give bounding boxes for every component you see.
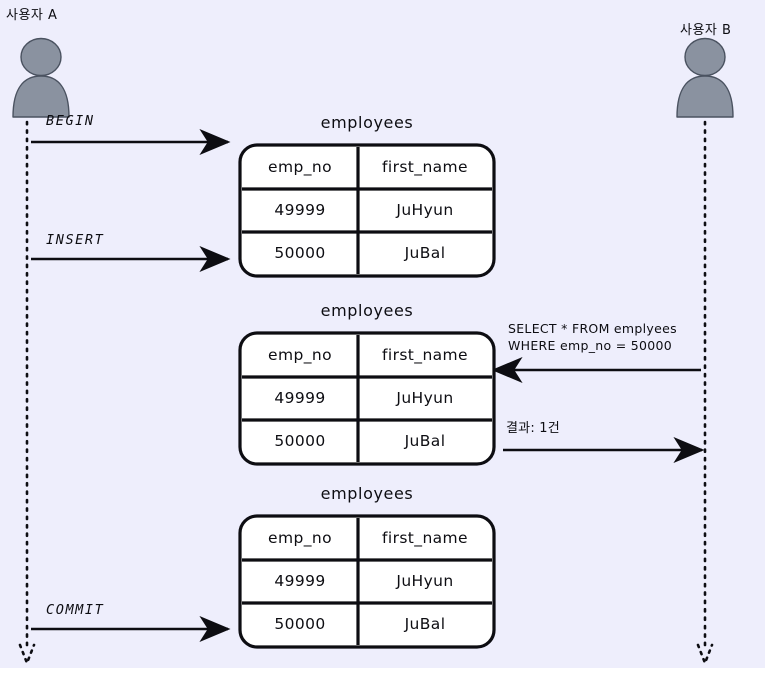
message-label-result: 결과: 1건 <box>506 421 560 436</box>
table-3-title: employees <box>320 484 414 503</box>
actor-user-a-figure <box>12 37 70 118</box>
lifeline-user-a <box>18 120 36 665</box>
table-2-header-emp-no: emp_no <box>268 346 332 364</box>
actor-user-b-figure <box>676 37 734 118</box>
table-1-header-emp-no: emp_no <box>268 158 332 176</box>
table-3-frame <box>238 514 496 649</box>
table-1-header-first-name: first_name <box>382 158 468 176</box>
message-label-commit: COMMIT <box>46 602 105 618</box>
message-label-select-line1: SELECT * FROM emplyees <box>508 321 677 336</box>
table-2-title: employees <box>320 301 414 320</box>
table-2-frame <box>238 331 496 466</box>
table-2-cell-r0c1: JuHyun <box>396 389 454 407</box>
table-2-cell-r0c0: 49999 <box>274 389 326 407</box>
table-3-cell-r0c0: 49999 <box>274 572 326 590</box>
actor-label-user-b: 사용자 B <box>680 23 732 38</box>
table-3-header-first-name: first_name <box>382 529 468 547</box>
table-3-cell-r1c1: JuBal <box>404 615 446 633</box>
message-label-begin: BEGIN <box>46 113 95 129</box>
table-3-cell-r0c1: JuHyun <box>396 572 454 590</box>
table-2-header-first-name: first_name <box>382 346 468 364</box>
message-label-insert: INSERT <box>46 232 105 248</box>
table-1-cell-r1c0: 50000 <box>274 244 326 262</box>
lifeline-user-b <box>696 120 714 665</box>
table-1-cell-r1c1: JuBal <box>404 244 446 262</box>
table-3-cell-r1c0: 50000 <box>274 615 326 633</box>
message-label-select-line2: WHERE emp_no = 50000 <box>508 338 673 353</box>
table-3-header-emp-no: emp_no <box>268 529 332 547</box>
table-2-cell-r1c0: 50000 <box>274 432 326 450</box>
actor-label-user-a: 사용자 A <box>6 8 58 23</box>
table-1-title: employees <box>320 113 414 132</box>
table-2-cell-r1c1: JuBal <box>404 432 446 450</box>
table-1-frame <box>238 143 496 278</box>
table-1-cell-r0c0: 49999 <box>274 201 326 219</box>
table-1-cell-r0c1: JuHyun <box>396 201 454 219</box>
